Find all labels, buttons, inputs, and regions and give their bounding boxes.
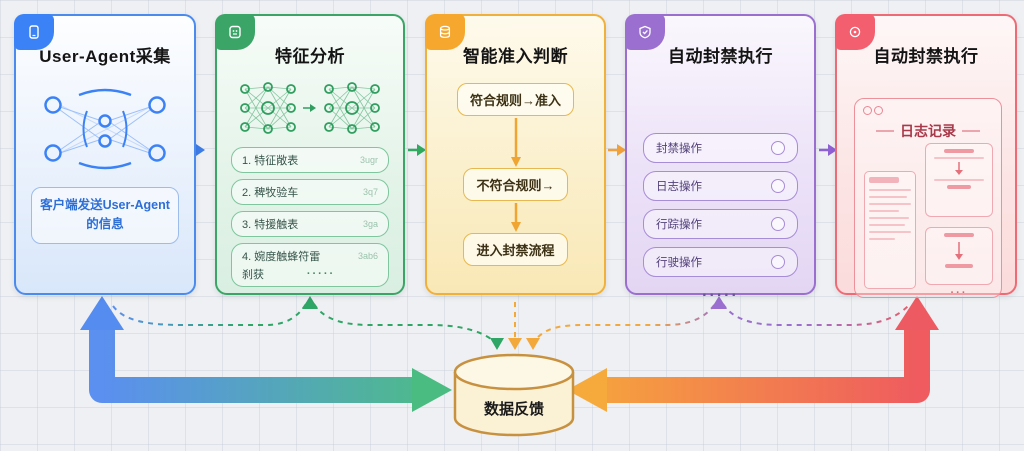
list-item-label: 2. 稗牧验车 <box>242 187 299 199</box>
ellipsis-dots: ··· <box>950 287 968 299</box>
operation-list: 封禁操作 日志操作 行踪操作 行驶操作 <box>643 133 798 277</box>
list-item-label: 1. 特征敞表 <box>242 155 299 167</box>
feedback-arrow-left <box>80 296 452 412</box>
card-feature-analysis: 特征分析 <box>215 14 405 295</box>
card-note: 客户端发送User-Agent的信息 <box>31 187 179 244</box>
operation-row: 行踪操作 <box>643 209 798 239</box>
list-item-hint: 3ab6 <box>357 251 378 261</box>
arrow-down-icon <box>510 118 521 167</box>
dashed-arrowhead-down-orange <box>508 338 522 350</box>
dashed-arrowhead-up-green <box>302 296 318 309</box>
radio-circle-icon <box>771 179 785 193</box>
card-admission-judgment: 智能准入判断 符合规则→准入 不符合规则→ 进入封禁流程 <box>425 14 606 295</box>
card-user-agent-collection: User-Agent采集 客户端发送User-Agent的信息 <box>14 14 196 295</box>
log-panel-title: 日志记录 <box>900 123 956 139</box>
ellipsis-dots: ····· <box>306 268 336 280</box>
list-item-hint: 3ga <box>362 219 378 229</box>
arrow-down-icon <box>510 203 521 232</box>
arrow-down-icon <box>955 162 963 175</box>
radio-circle-icon <box>771 141 785 155</box>
operation-label: 行踪操作 <box>656 219 702 231</box>
device-icon <box>14 14 54 50</box>
list-item: 1. 特征敞表 3ugr <box>231 147 389 173</box>
arrow-down-icon <box>955 242 963 260</box>
card-auto-ban-execution: 自动封禁执行 封禁操作 日志操作 行踪操作 行驶操作 ····· <box>625 14 816 304</box>
radio-circle-icon <box>771 255 785 269</box>
feedback-arrow-right <box>567 296 939 412</box>
list-item: 2. 稗牧验车 3q7 <box>231 179 389 205</box>
step-not-match: 不符合规则→ <box>463 168 568 201</box>
neural-network-illustration <box>16 83 194 175</box>
log-step-box-1 <box>925 143 993 217</box>
log-panel: 日志记录 <box>854 98 1002 299</box>
list-item-label2: 刹获 <box>242 269 264 281</box>
database-label: 数据反馈 <box>483 401 544 418</box>
dashed-arrowhead-down-orange-2 <box>526 338 540 350</box>
operation-row: 日志操作 <box>643 171 798 201</box>
list-item: 3. 特援触表 3ga <box>231 211 389 237</box>
operation-label: 行驶操作 <box>656 257 702 269</box>
shield-icon <box>625 14 665 50</box>
database-icon <box>425 14 465 50</box>
card-title: User-Agent采集 <box>39 47 171 66</box>
card-title: 特征分析 <box>275 47 345 66</box>
step-ban-flow: 进入封禁流程 <box>463 233 568 266</box>
list-item: 4. 婉度触蜂符雷 3ab6 刹获 ····· <box>231 243 389 287</box>
dashed-arrowhead-down-green <box>490 338 504 350</box>
link-icon <box>863 106 883 115</box>
arrow-icon-small-green <box>303 104 316 112</box>
ellipsis-dots: ····· <box>702 287 739 304</box>
feature-list: 1. 特征敞表 3ugr 2. 稗牧验车 3q7 3. 特援触表 3ga 4. 婉度触… <box>231 147 389 287</box>
operation-row: 行驶操作 <box>643 247 798 277</box>
network-transform-illustration <box>217 79 403 137</box>
dashed-feedback-paths <box>112 302 911 340</box>
list-item-label: 4. 婉度触蜂符雷 <box>242 251 321 263</box>
list-item-hint: 3q7 <box>362 187 378 197</box>
list-item-label: 3. 特援触表 <box>242 219 299 231</box>
log-panel-title-row: 日志记录 <box>855 121 1001 141</box>
list-item-hint: 3ugr <box>359 155 378 165</box>
target-icon <box>835 14 875 50</box>
card-title: 智能准入判断 <box>463 47 568 66</box>
log-document-mock <box>864 171 916 289</box>
card-auto-ban-log: 自动封禁执行 日志记录 <box>835 14 1017 299</box>
database-cylinder <box>453 353 575 437</box>
operation-label: 封禁操作 <box>656 143 702 155</box>
judgment-steps: 符合规则→准入 不符合规则→ 进入封禁流程 <box>427 83 604 266</box>
operation-label: 日志操作 <box>656 181 702 193</box>
log-step-box-2 <box>925 227 993 285</box>
radio-circle-icon <box>771 217 785 231</box>
card-title: 自动封禁执行 <box>668 47 773 66</box>
card-title: 自动封禁执行 <box>873 47 979 66</box>
operation-row: 封禁操作 <box>643 133 798 163</box>
step-admit: 符合规则→准入 <box>456 83 574 116</box>
clipboard-icon <box>215 14 255 50</box>
